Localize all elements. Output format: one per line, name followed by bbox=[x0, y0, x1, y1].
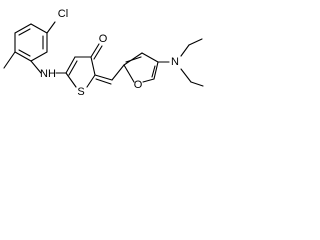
ethyl-bond-b1 bbox=[180, 68, 192, 83]
molecule-structure: Cl NH S O O N bbox=[3, 8, 204, 98]
sulfur-label: S bbox=[77, 86, 84, 98]
amine-nitrogen-label: N bbox=[171, 56, 179, 68]
carbonyl-bond bbox=[90, 43, 100, 58]
thiazolone-ring bbox=[65, 56, 96, 88]
chlorine-label: Cl bbox=[58, 8, 68, 20]
c-cl-bond bbox=[46, 21, 56, 34]
molecule-structure-canvas: Cl NH S O O N bbox=[0, 0, 207, 124]
benzene-ring bbox=[14, 23, 48, 62]
carbonyl-bond-2 bbox=[93, 45, 103, 60]
ethyl-bond-b2 bbox=[190, 81, 204, 87]
carbonyl-oxygen-label: O bbox=[99, 33, 108, 45]
methine-furan-bond bbox=[111, 64, 125, 81]
furan-oxygen-label: O bbox=[134, 79, 143, 91]
aryl-nh-bond bbox=[30, 60, 42, 74]
exocyclic-double-bond-2 bbox=[95, 78, 112, 85]
exocyclic-double-bond bbox=[94, 74, 113, 81]
amine-nh-label: NH bbox=[40, 68, 56, 80]
furan-ring bbox=[123, 52, 159, 83]
ethyl-bond-a1 bbox=[180, 44, 190, 57]
ethyl-bond-a2 bbox=[188, 38, 203, 46]
methyl-bond bbox=[3, 51, 16, 69]
